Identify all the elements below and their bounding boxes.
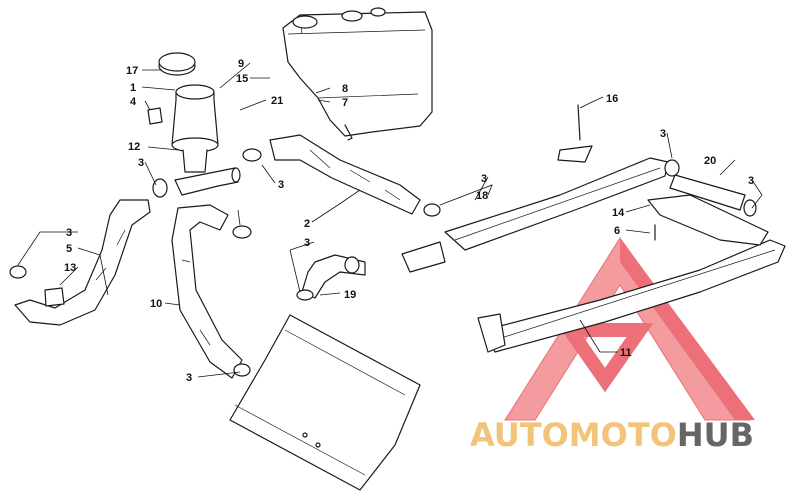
- callout-3-d: 3: [186, 372, 192, 384]
- callout-18: 18: [476, 190, 488, 202]
- callout-12: 12: [128, 141, 140, 153]
- radiator-plate: [229, 314, 421, 491]
- hose-10: [171, 204, 243, 379]
- callout-3-a: 3: [138, 157, 144, 169]
- callout-8: 8: [342, 83, 348, 95]
- hose-clamps: [9, 148, 757, 377]
- watermark-wordmark: AUTOMOTOHUB: [470, 416, 754, 454]
- brand-hub: HUB: [677, 416, 754, 454]
- callout-3-g: 3: [660, 128, 666, 140]
- callout-6: 6: [614, 225, 620, 237]
- brand-moto: MOTO: [569, 416, 677, 454]
- callout-5: 5: [66, 243, 72, 255]
- callout-3-f: 3: [481, 173, 487, 185]
- callout-10: 10: [150, 298, 162, 310]
- bleeder-bracket: [557, 104, 656, 241]
- callout-20: 20: [704, 155, 716, 167]
- hose-2: [269, 134, 421, 215]
- hose-5: [14, 199, 151, 326]
- coolant-reservoir-tank: [282, 7, 433, 141]
- callout-3-c: 3: [66, 227, 72, 239]
- callout-labels: 17 1 4 12 3 9 15 21 8 7 3 2 3 5 13 10 3 …: [64, 58, 754, 384]
- callout-4: 4: [130, 96, 137, 108]
- callout-2: 2: [304, 218, 310, 230]
- fitting-tee: [174, 167, 241, 196]
- callout-13: 13: [64, 262, 76, 274]
- callout-19: 19: [344, 289, 356, 301]
- callout-21: 21: [271, 95, 283, 107]
- callout-14: 14: [612, 207, 625, 219]
- callout-9: 9: [238, 58, 244, 70]
- callout-3-e: 3: [304, 237, 310, 249]
- callout-3-h: 3: [748, 175, 754, 187]
- callout-7: 7: [342, 97, 348, 109]
- heat-exchanger-side: [647, 174, 769, 246]
- callout-15: 15: [236, 73, 248, 85]
- callout-16: 16: [606, 93, 618, 105]
- heat-exchanger-lower: [477, 239, 786, 353]
- callout-1: 1: [130, 82, 136, 94]
- callout-17: 17: [126, 65, 138, 77]
- brand-auto: AUTO: [470, 416, 569, 454]
- callout-3-b: 3: [278, 179, 284, 191]
- callout-11: 11: [620, 347, 632, 359]
- leader-lines: [17, 62, 763, 378]
- thermostat-housing: [147, 52, 219, 173]
- svg-text:AUTOMOTOHUB: AUTOMOTOHUB: [470, 416, 754, 454]
